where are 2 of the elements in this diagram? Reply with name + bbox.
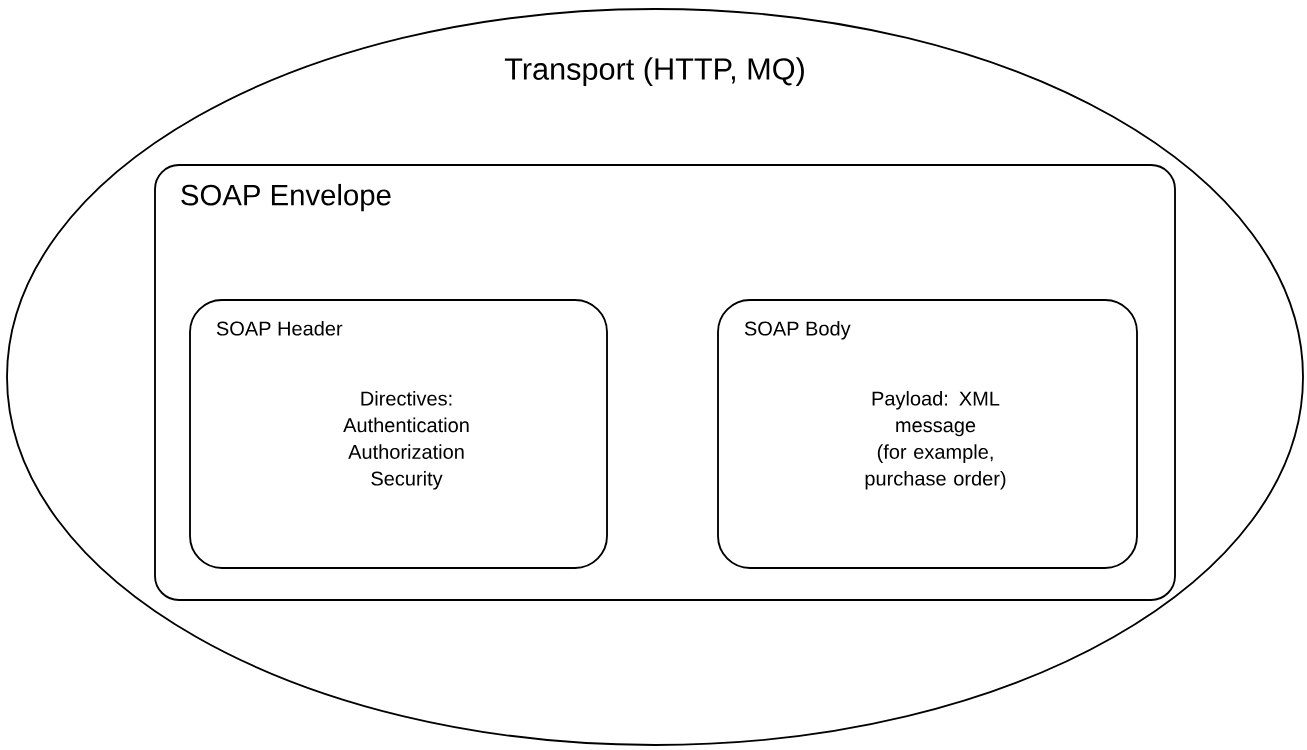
rounded-box: SOAP Header Directives: Authentication Authorization Security	[189, 299, 608, 569]
rounded-box: SOAP Body Payload: XML message (for example, purchase order)	[717, 299, 1138, 569]
